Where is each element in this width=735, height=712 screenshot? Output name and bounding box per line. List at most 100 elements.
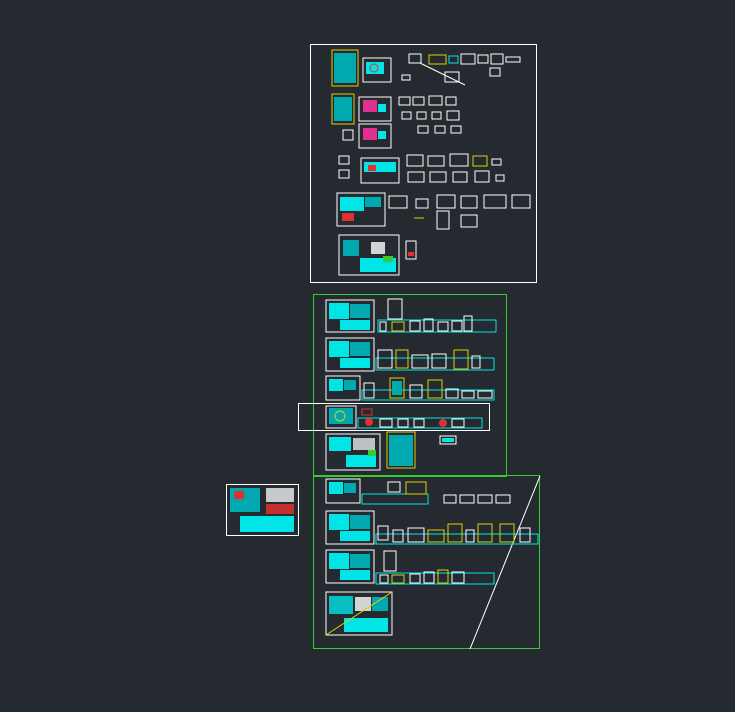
detail-frame[interactable] xyxy=(412,96,425,106)
drawing-frame[interactable] xyxy=(325,510,375,545)
upper-sheet-group[interactable] xyxy=(298,294,507,477)
title-block[interactable] xyxy=(386,431,416,469)
detail-frame[interactable] xyxy=(423,318,434,332)
detail-frame[interactable] xyxy=(474,170,490,183)
detail-frame[interactable] xyxy=(401,74,411,81)
left-drawing-sheet[interactable] xyxy=(226,484,299,536)
detail-frame[interactable] xyxy=(437,569,449,584)
detail-frame[interactable] xyxy=(499,523,515,543)
detail-frame[interactable] xyxy=(465,529,475,543)
detail-frame[interactable] xyxy=(490,53,504,65)
detail-frame[interactable] xyxy=(477,494,493,504)
detail-frame[interactable] xyxy=(423,571,435,584)
detail-frame[interactable] xyxy=(436,210,450,230)
detail-frame[interactable] xyxy=(377,525,389,541)
detail-frame[interactable] xyxy=(445,96,457,106)
detail-frame[interactable] xyxy=(427,529,445,543)
detail-frame[interactable] xyxy=(388,195,408,209)
drawing-frame[interactable] xyxy=(325,337,375,372)
detail-frame[interactable] xyxy=(460,53,476,65)
detail-frame[interactable] xyxy=(471,355,481,369)
detail-frame[interactable] xyxy=(428,95,443,106)
detail-frame[interactable] xyxy=(409,573,421,584)
detail-frame[interactable] xyxy=(398,96,411,106)
detail-frame[interactable] xyxy=(444,71,460,83)
detail-frame[interactable] xyxy=(406,154,424,167)
selection-window[interactable] xyxy=(298,403,490,431)
detail-frame[interactable] xyxy=(409,320,421,332)
detail-frame[interactable] xyxy=(453,349,469,370)
drawing-frame[interactable] xyxy=(325,549,375,584)
detail-frame[interactable] xyxy=(342,129,354,141)
detail-frame[interactable] xyxy=(495,494,511,504)
detail-frame[interactable] xyxy=(377,349,393,369)
detail-frame[interactable] xyxy=(338,155,350,165)
detail-frame[interactable] xyxy=(451,418,465,428)
detail-frame[interactable] xyxy=(413,418,425,428)
detail-frame[interactable] xyxy=(450,125,462,134)
detail-frame[interactable] xyxy=(434,125,446,134)
drawing-frame[interactable] xyxy=(338,234,400,276)
detail-frame[interactable] xyxy=(415,198,429,209)
detail-frame[interactable] xyxy=(395,349,409,369)
detail-frame[interactable] xyxy=(389,377,405,399)
detail-frame[interactable] xyxy=(511,194,531,209)
detail-frame[interactable] xyxy=(448,55,459,64)
drawing-frame[interactable] xyxy=(336,192,386,227)
detail-frame[interactable] xyxy=(495,174,505,182)
detail-frame[interactable] xyxy=(387,298,403,320)
detail-frame[interactable] xyxy=(451,320,463,332)
detail-frame[interactable] xyxy=(427,155,445,167)
detail-frame[interactable] xyxy=(489,67,501,77)
detail-frame[interactable] xyxy=(392,529,404,543)
detail-frame[interactable] xyxy=(427,379,443,399)
detail-frame[interactable] xyxy=(407,171,425,183)
detail-frame[interactable] xyxy=(445,388,459,399)
detail-frame[interactable] xyxy=(405,481,427,495)
detail-frame[interactable] xyxy=(416,111,427,120)
detail-frame[interactable] xyxy=(459,494,475,504)
detail-frame[interactable] xyxy=(397,418,409,428)
detail-frame[interactable] xyxy=(363,382,375,399)
detail-frame[interactable] xyxy=(429,171,447,183)
drawing-frame[interactable] xyxy=(325,375,361,401)
detail-frame[interactable] xyxy=(407,527,425,543)
detail-frame[interactable] xyxy=(431,353,447,369)
lower-sheet-group[interactable] xyxy=(313,475,541,650)
detail-frame[interactable] xyxy=(408,53,422,64)
detail-frame[interactable] xyxy=(460,195,478,209)
detail-frame[interactable] xyxy=(401,111,412,120)
detail-frame[interactable] xyxy=(436,194,456,209)
detail-frame[interactable] xyxy=(387,481,401,493)
drawing-frame[interactable] xyxy=(325,405,357,429)
detail-frame[interactable] xyxy=(447,523,463,543)
detail-frame[interactable] xyxy=(477,390,493,399)
detail-frame[interactable] xyxy=(391,574,405,584)
detail-frame[interactable] xyxy=(411,354,429,369)
detail-frame[interactable] xyxy=(338,169,350,179)
drawing-frame[interactable] xyxy=(362,57,392,83)
detail-frame[interactable] xyxy=(428,54,447,65)
detail-frame[interactable] xyxy=(449,153,469,167)
detail-frame[interactable] xyxy=(379,418,393,428)
drawing-frame[interactable] xyxy=(325,478,361,504)
detail-frame[interactable] xyxy=(431,111,442,120)
detail-frame[interactable] xyxy=(483,194,507,209)
detail-frame[interactable] xyxy=(391,321,405,332)
detail-frame[interactable] xyxy=(409,384,423,399)
detail-frame[interactable] xyxy=(379,574,389,584)
detail-frame[interactable] xyxy=(417,125,429,134)
title-block[interactable] xyxy=(331,49,359,87)
detail-frame[interactable] xyxy=(505,56,521,63)
detail-frame[interactable] xyxy=(446,110,460,121)
detail-frame[interactable] xyxy=(491,158,502,166)
drawing-frame[interactable] xyxy=(358,96,392,122)
detail-frame[interactable] xyxy=(439,435,457,445)
detail-frame[interactable] xyxy=(443,494,457,504)
detail-frame[interactable] xyxy=(451,571,465,584)
drawing-frame[interactable] xyxy=(360,157,400,184)
detail-frame[interactable] xyxy=(519,527,531,543)
detail-frame[interactable] xyxy=(461,390,475,399)
detail-frame[interactable] xyxy=(437,321,449,332)
detail-frame[interactable] xyxy=(472,155,488,167)
